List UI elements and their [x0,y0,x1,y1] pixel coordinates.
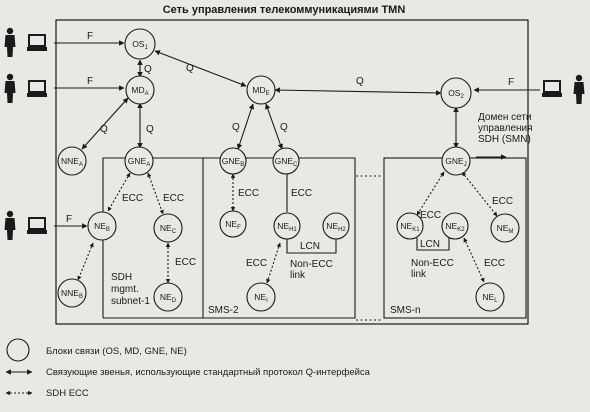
operator-4 [541,74,585,104]
terminal-icon [26,80,48,98]
label-q-6: Q [232,122,240,133]
diagram-title: Сеть управления телекоммуникациями TMN [163,4,406,16]
node-nem: NEM [497,223,514,235]
label-ecc-3: ECC [175,257,196,268]
node-circles [57,28,520,312]
label-ecc-2: ECC [163,193,184,204]
node-mde: MDE [252,85,269,97]
terminal-icon [26,217,48,235]
legend: Блоки связи (OS, MD, GNE, NE) Связующие … [5,338,371,399]
node-labels: OS1 OS2 MDA MDE NNEA GNEA GNEB GNEC GNEJ… [61,39,513,304]
person-icon [4,210,16,240]
label-q-3: Q [100,124,108,135]
legend-circle-icon [6,338,30,362]
label-q-1: Q [144,64,152,75]
label-ecc-7: ECC [420,210,441,221]
node-nek2: NEK2 [445,221,465,233]
node-nec: NEC [160,223,177,235]
node-nel: NEL [482,292,498,304]
person-icon [4,73,16,103]
smn-label-1: Домен сети [478,112,532,123]
f-links [54,40,540,229]
label-f-1: F [87,31,93,42]
lcn-links [286,174,450,254]
node-gnej: GNEJ [445,156,466,168]
sdh-subnet-label-3: subnet-1 [111,296,150,307]
label-f-4: F [508,77,514,88]
sdh-subnet-label-2: mgmt. [111,284,139,295]
node-ned: NED [160,292,177,304]
node-neh2: NEH2 [326,221,346,233]
node-gnea: GNEA [128,156,150,168]
label-ecc-4: ECC [238,188,259,199]
label-q-2: Q [186,63,194,74]
operator-1 [4,27,48,57]
node-nnea: NNEA [61,156,83,168]
label-ecc-8: ECC [492,196,513,207]
smn-label-3: SDH (SMN) [478,134,531,145]
label-non-ecc-2: Non-ECC [411,258,454,269]
link-labels: F F F F Q Q Q Q Q Q Q ECC ECC ECC ECC EC… [66,31,514,281]
label-f-3: F [66,214,72,225]
legend-q-links: Связующие звенья, использующие стандартн… [46,367,371,378]
label-q-7: Q [280,122,288,133]
node-nek1: NEK1 [400,221,420,233]
node-gnec: GNEC [275,156,298,168]
label-ecc-5: ECC [246,258,267,269]
operator-2 [4,73,48,103]
node-nei: NEI [254,292,268,304]
node-nneb: NNEB [61,288,83,300]
label-f-2: F [87,76,93,87]
label-ecc-9: ECC [484,258,505,269]
label-link-1: link [290,270,306,281]
q-links [81,50,507,160]
terminal-icon [541,80,563,98]
legend-sdh-ecc: SDH ECC [46,388,89,399]
label-ecc-6: ECC [291,188,312,199]
label-q-4: Q [146,124,154,135]
label-ecc-1: ECC [122,193,143,204]
label-non-ecc-1: Non-ECC [290,259,333,270]
node-os2: OS2 [448,88,464,100]
label-lcn-1: LCN [300,241,320,252]
node-neh1: NEH1 [277,221,297,233]
sdh-subnet-box [102,157,356,319]
node-os1: OS1 [132,39,148,51]
operator-3 [4,210,48,240]
sms-2-label: SMS-2 [208,305,239,316]
label-link-2: link [411,269,427,280]
tmn-boundary [55,19,529,325]
ecc-links [77,171,498,284]
label-q-5: Q [356,76,364,87]
person-icon [4,27,16,57]
sdh-subnet-label-1: SDH [111,272,132,283]
node-nef: NEF [225,219,241,231]
person-icon [573,74,585,104]
smn-label-2: управления [478,123,533,134]
node-mda: MDA [131,85,148,97]
area-labels: Домен сети управления SDH (SMN) SDH mgmt… [111,112,533,316]
dotted-continuations [356,175,383,321]
legend-blocks: Блоки связи (OS, MD, GNE, NE) [46,346,187,357]
label-lcn-2: LCN [420,239,440,250]
node-neb: NEB [94,221,110,233]
node-gneb: GNEB [222,156,244,168]
terminal-icon [26,34,48,52]
sms-n-label: SMS-n [390,305,421,316]
